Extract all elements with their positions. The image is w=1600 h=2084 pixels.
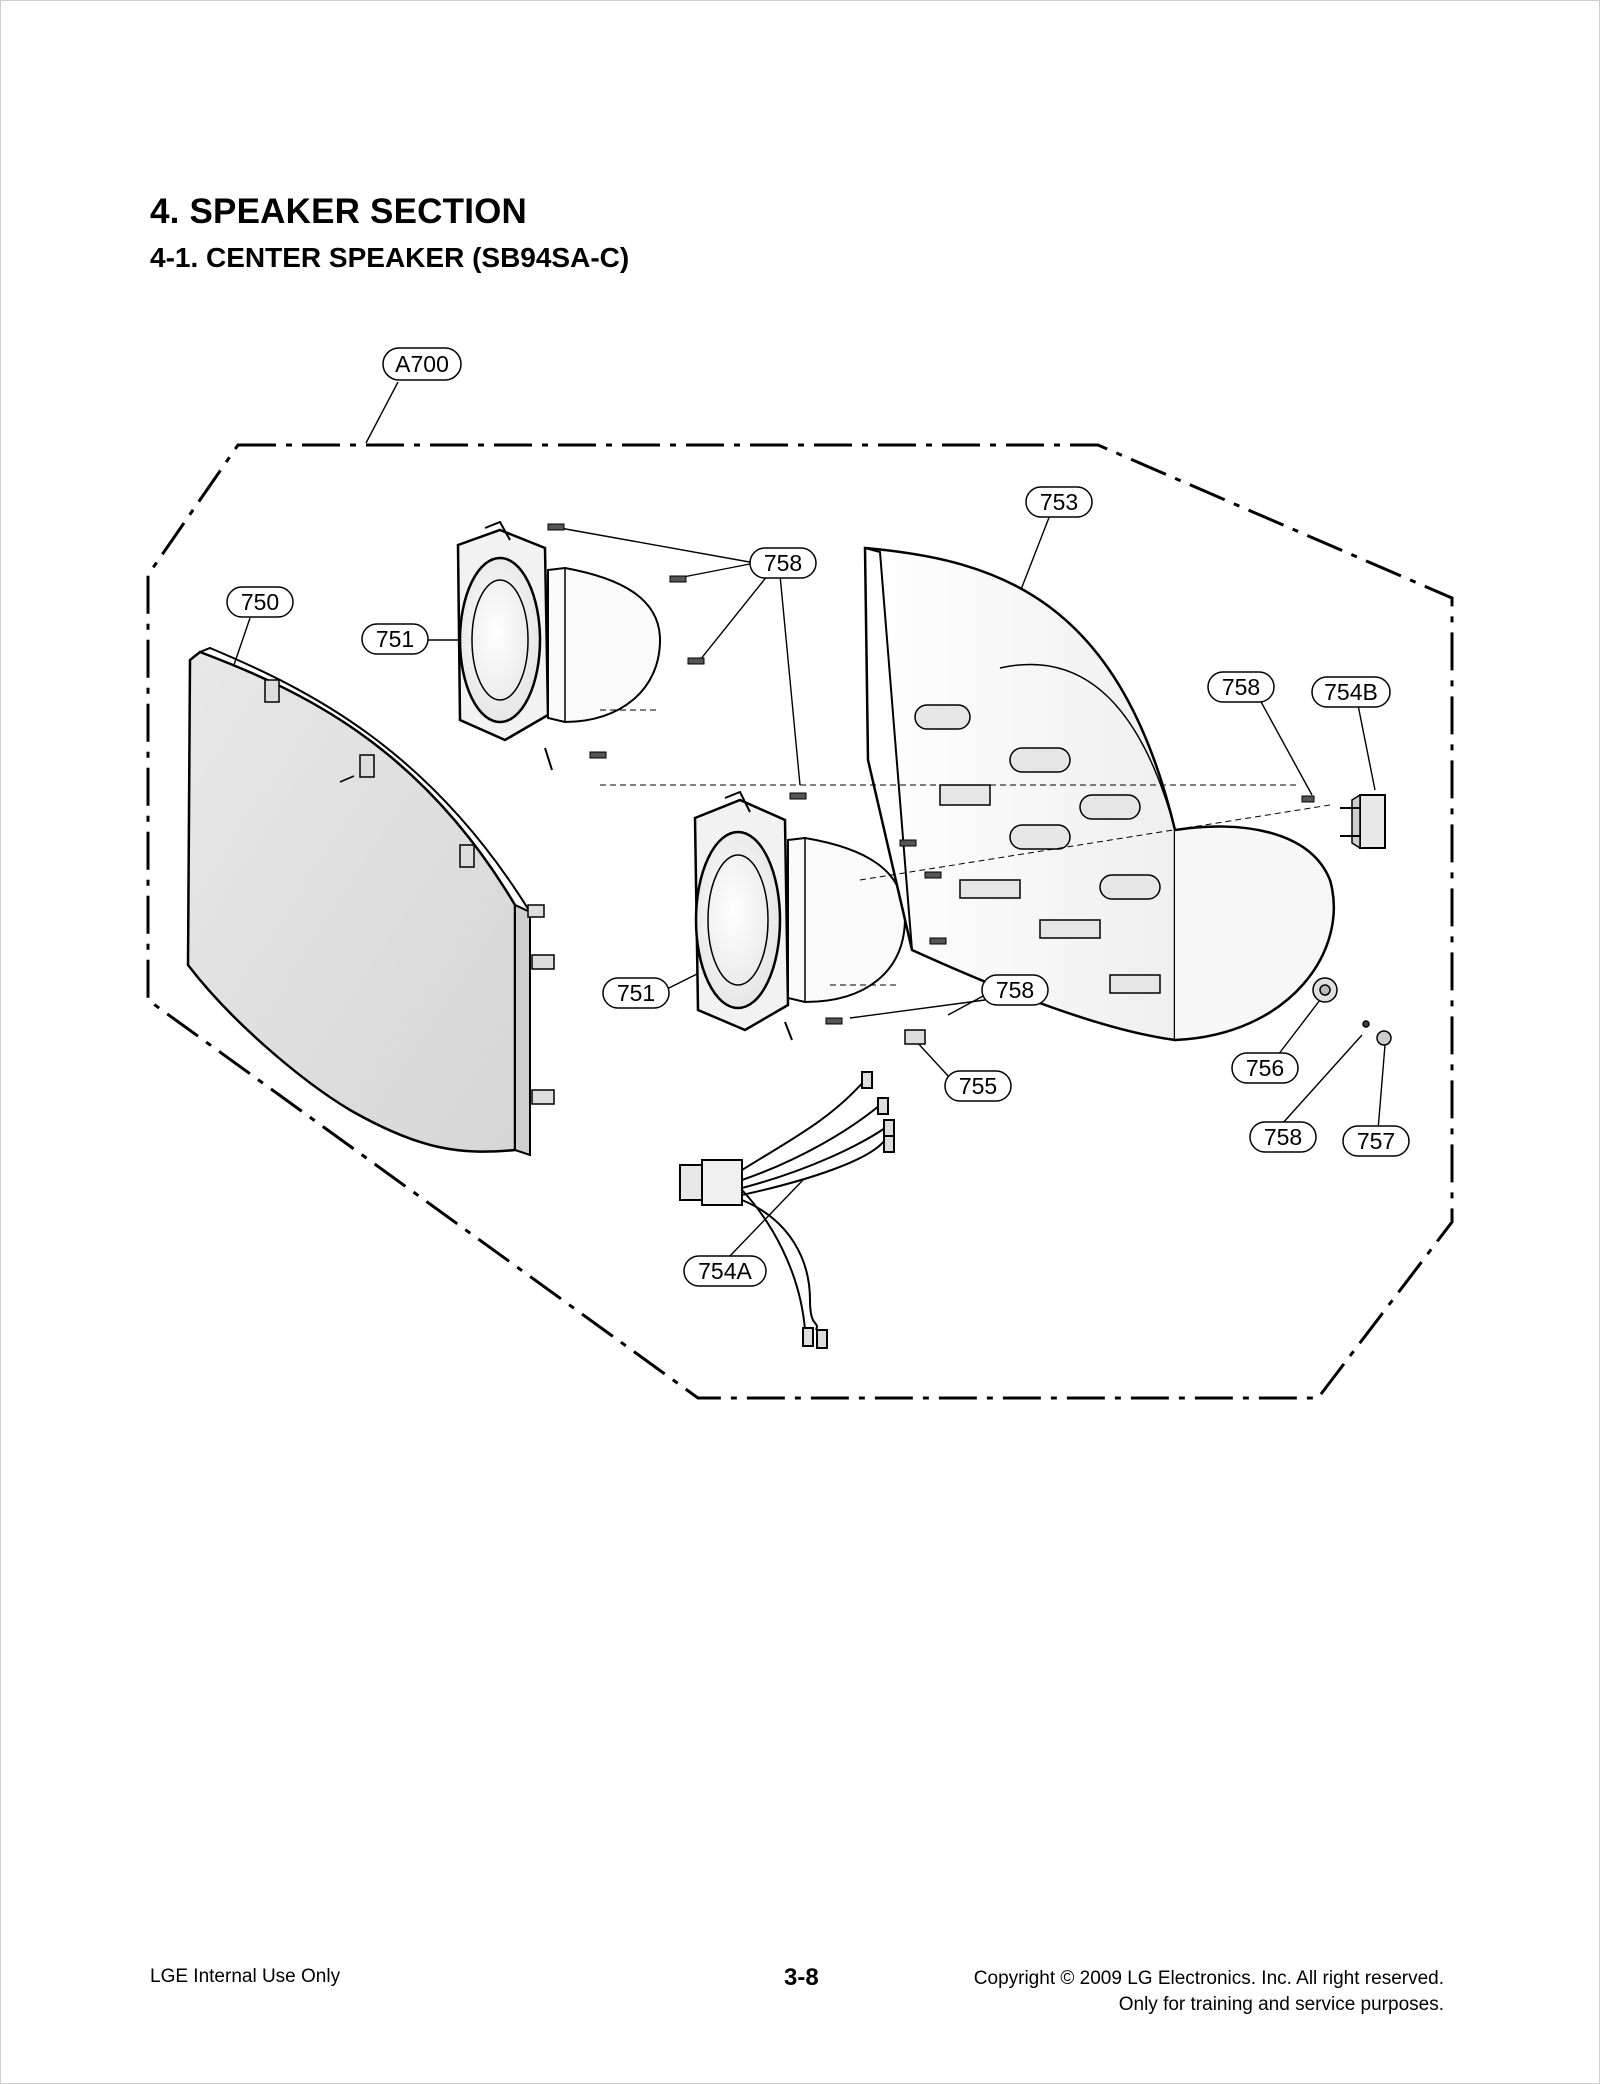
wiring-harness-754a: [679, 1071, 895, 1349]
small-parts: [904, 977, 1392, 1046]
callout-756: 756: [1231, 1052, 1299, 1084]
callout-753: 753: [1025, 486, 1093, 518]
svg-text:751: 751: [376, 626, 414, 652]
callout-754a: 754A: [683, 1255, 767, 1287]
svg-text:A700: A700: [395, 351, 449, 377]
screws-758: [547, 523, 1315, 1025]
page-number: 3-8: [784, 1964, 819, 1991]
callout-a700: A700: [382, 347, 462, 381]
callout-758-top: 758: [749, 547, 817, 579]
woofer-751-top: [456, 520, 662, 771]
svg-text:750: 750: [241, 589, 279, 615]
callout-750: 750: [226, 586, 294, 618]
svg-text:758: 758: [996, 977, 1034, 1003]
section-title: 4. SPEAKER SECTION: [150, 192, 528, 231]
front-grille-750: [186, 646, 555, 1157]
callout-758-right: 758: [1207, 671, 1275, 703]
terminal-754b: [1340, 793, 1386, 850]
svg-text:758: 758: [764, 550, 802, 576]
purpose-line: Only for training and service purposes.: [1118, 1994, 1444, 2015]
svg-text:757: 757: [1357, 1128, 1395, 1154]
svg-text:756: 756: [1246, 1055, 1284, 1081]
svg-text:751: 751: [617, 980, 655, 1006]
callout-758-bottom: 758: [1249, 1121, 1317, 1153]
callout-757: 757: [1342, 1125, 1410, 1157]
cabinet-shell-753: [600, 546, 1335, 1042]
callout-755: 755: [944, 1070, 1012, 1102]
footer-copyright: Copyright © 2009 LG Electronics. Inc. Al…: [974, 1966, 1444, 2018]
subsection-title: 4-1. CENTER SPEAKER (SB94SA-C): [150, 242, 630, 273]
svg-text:758: 758: [1222, 674, 1260, 700]
callout-751-bottom: 751: [602, 977, 670, 1009]
svg-text:754A: 754A: [698, 1258, 752, 1284]
copyright-line: Copyright © 2009 LG Electronics. Inc. Al…: [973, 1968, 1444, 1989]
svg-text:755: 755: [959, 1073, 997, 1099]
woofer-751-bottom: [693, 790, 907, 1041]
callout-751-top: 751: [361, 623, 429, 655]
callout-758-mid: 758: [981, 974, 1049, 1006]
svg-text:753: 753: [1040, 489, 1078, 515]
leader-lines: [221, 381, 1386, 1259]
svg-text:758: 758: [1264, 1124, 1302, 1150]
callout-754b: 754B: [1311, 676, 1391, 708]
assembly-boundary: [146, 443, 1454, 1400]
svg-text:754B: 754B: [1324, 679, 1378, 705]
footer-internal-use: LGE Internal Use Only: [150, 1966, 341, 1987]
